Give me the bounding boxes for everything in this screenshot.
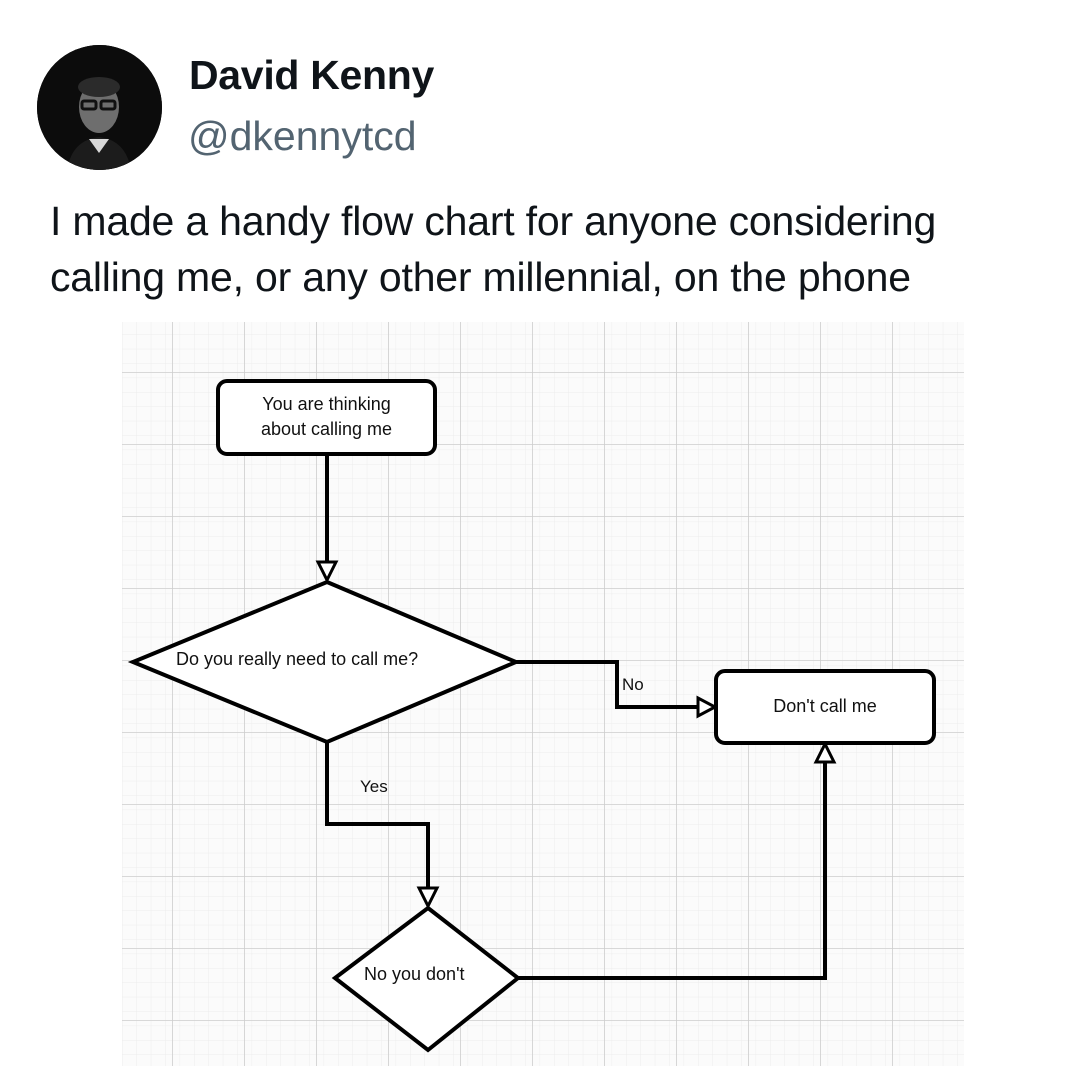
edge-no: [516, 660, 700, 709]
node-decision-need-to-call: [127, 579, 522, 745]
author-name[interactable]: David Kenny: [189, 52, 435, 98]
edge-label-no: No: [622, 675, 644, 694]
arrowhead-down-icon: [416, 886, 440, 910]
arrowhead-up-icon: [813, 740, 837, 764]
node-start-text: You are thinking about calling me: [218, 392, 435, 442]
edge-label-yes: Yes: [360, 777, 388, 796]
node-start: [216, 379, 437, 456]
node-start-line1: You are thinking: [262, 394, 391, 414]
node-dont-call-me: [714, 669, 936, 745]
node-start-line2: about calling me: [260, 419, 393, 439]
node-decision-no-you-dont-text: No you don't: [364, 964, 465, 984]
author-handle[interactable]: @dkennytcd: [188, 113, 417, 159]
tweet-text: I made a handy flow chart for anyone con…: [50, 198, 937, 300]
node-decision-no-you-dont: [331, 905, 522, 1053]
arrowhead-down-icon: [315, 560, 339, 584]
node-decision-need-to-call-text: Do you really need to call me?: [176, 649, 419, 669]
edge-loop-to-end: [518, 760, 827, 980]
arrowhead-right-icon: [696, 695, 719, 719]
profile-photo-icon: [37, 45, 162, 170]
avatar[interactable]: [37, 45, 162, 170]
edge-yes: [325, 742, 430, 892]
node-dont-call-me-text: Don't call me: [773, 696, 877, 716]
